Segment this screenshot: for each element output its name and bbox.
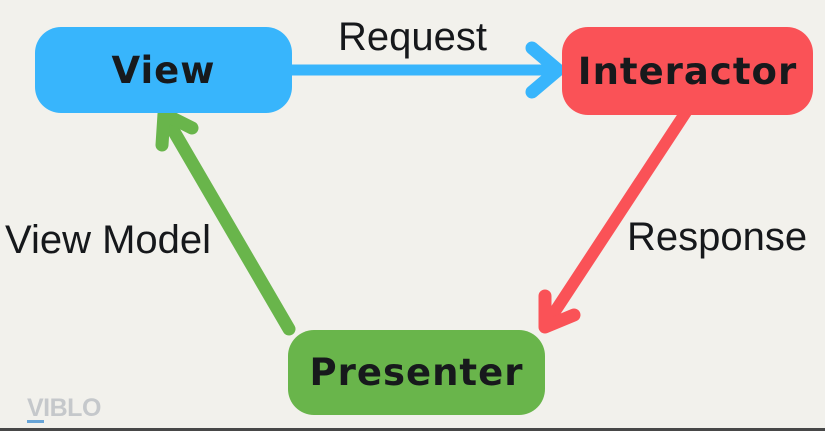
node-presenter: Presenter (288, 330, 545, 415)
response-arrow-shaft (544, 106, 692, 325)
arrow-request (286, 41, 565, 99)
edge-label-request: Request (338, 15, 487, 59)
bottom-edge-line (0, 428, 825, 431)
view-model-arrow-shaft (162, 116, 296, 336)
node-interactor: Interactor (562, 27, 813, 115)
arrow-response (538, 106, 692, 334)
edge-label-response: Response (627, 215, 808, 259)
viblo-logo: VIBLO (27, 394, 101, 422)
arrow-view-model (155, 107, 296, 336)
response-arrowhead-icon (538, 289, 581, 334)
view-model-arrowhead-icon (155, 107, 199, 152)
edge-label-view-model: View Model (5, 218, 212, 262)
node-interactor-label: Interactor (577, 49, 798, 93)
viblo-logo-underline (27, 420, 44, 423)
node-view-label: View (111, 48, 216, 92)
node-presenter-label: Presenter (309, 351, 524, 394)
node-view: View (35, 27, 292, 113)
request-arrowhead-icon (525, 41, 565, 99)
